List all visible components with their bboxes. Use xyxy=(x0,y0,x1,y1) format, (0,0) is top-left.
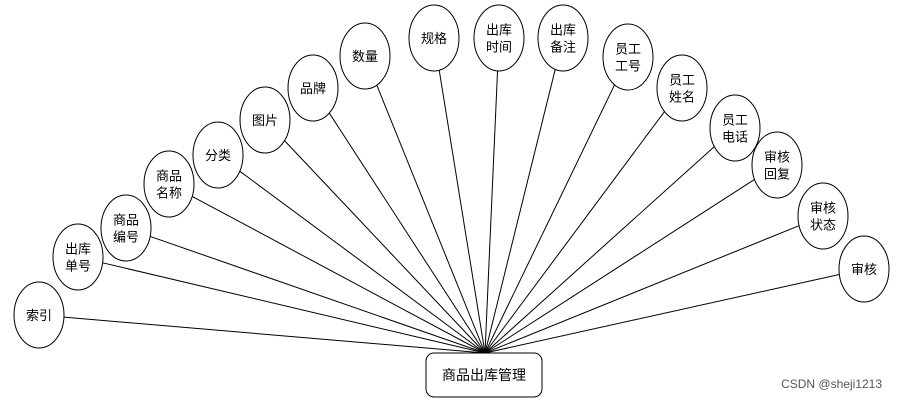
attribute-label: 员工 xyxy=(722,114,748,129)
connector-line xyxy=(328,112,486,354)
attribute-label: 回复 xyxy=(764,168,790,183)
attribute-label: 出库 xyxy=(550,23,576,39)
attribute-ellipse xyxy=(473,4,525,72)
entity-rect xyxy=(425,352,543,398)
attribute-label: 审核 xyxy=(764,151,790,166)
attribute-node: 索引 xyxy=(13,281,65,349)
attribute-label: 员工 xyxy=(615,43,641,58)
connector-line xyxy=(150,235,486,354)
connector-line xyxy=(484,179,755,354)
attribute-node: 审核 xyxy=(838,235,890,303)
connector-line xyxy=(484,84,616,354)
attribute-node: 分类 xyxy=(192,121,244,189)
connector-line xyxy=(438,70,486,354)
attribute-node: 数量 xyxy=(339,22,391,90)
entity-box: 商品出库管理 xyxy=(425,352,543,398)
attribute-node: 图片 xyxy=(239,86,291,154)
attribute-ellipse xyxy=(13,281,65,349)
attribute-label: 审核 xyxy=(851,263,877,278)
attribute-ellipse xyxy=(287,54,339,122)
connector-line xyxy=(484,69,556,354)
attribute-label: 姓名 xyxy=(669,90,695,106)
entity-label: 商品出库管理 xyxy=(442,368,526,384)
connector-line xyxy=(376,84,486,354)
attribute-node: 规格 xyxy=(408,4,460,72)
attribute-label: 状态 xyxy=(810,219,836,234)
attribute-ellipse xyxy=(52,223,104,291)
attribute-label: 出库 xyxy=(65,242,91,258)
attribute-label: 出库 xyxy=(486,23,512,39)
attribute-label: 工号 xyxy=(615,60,641,75)
connector-line xyxy=(484,111,665,354)
connector-line xyxy=(191,195,486,354)
attribute-ellipse xyxy=(751,131,803,199)
attribute-ellipse xyxy=(408,4,460,72)
attribute-ellipse xyxy=(239,86,291,154)
attribute-ellipse xyxy=(656,54,708,122)
attribute-ellipse xyxy=(537,4,589,72)
attribute-label: 员工 xyxy=(669,74,695,89)
attribute-label: 单号 xyxy=(65,260,91,275)
attribute-label: 索引 xyxy=(26,309,52,324)
connector-lines xyxy=(63,69,840,354)
connector-line xyxy=(484,146,715,354)
attribute-label: 商品 xyxy=(156,170,182,185)
attribute-label: 数量 xyxy=(352,50,378,65)
attribute-label: 商品 xyxy=(113,214,139,229)
connector-line xyxy=(239,170,486,354)
connector-line xyxy=(102,262,486,354)
attribute-label: 名称 xyxy=(156,186,182,202)
attribute-ellipse xyxy=(192,121,244,189)
connector-line xyxy=(484,70,499,354)
attribute-label: 图片 xyxy=(252,114,278,129)
attribute-label: 规格 xyxy=(421,31,447,47)
attribute-ellipse xyxy=(709,94,761,162)
connector-line xyxy=(63,316,486,354)
attribute-label: 备注 xyxy=(550,40,576,56)
attribute-label: 品牌 xyxy=(300,81,326,97)
attribute-ellipse xyxy=(797,182,849,250)
attribute-label: 电话 xyxy=(722,131,748,146)
connector-line xyxy=(284,140,486,354)
attribute-ellipse xyxy=(100,194,152,262)
watermark-text: CSDN @sheji1213 xyxy=(781,377,882,391)
attribute-label: 编号 xyxy=(113,231,139,246)
attribute-ellipse xyxy=(339,22,391,90)
attribute-ellipses: 索引出库单号商品编号商品名称分类图片品牌数量规格出库时间出库备注员工工号员工姓名… xyxy=(13,4,890,349)
attribute-node: 品牌 xyxy=(287,54,339,122)
attribute-label: 分类 xyxy=(205,149,231,164)
attribute-label: 时间 xyxy=(486,41,512,56)
attribute-ellipse xyxy=(838,235,890,303)
attribute-ellipse xyxy=(602,23,654,91)
connector-line xyxy=(484,225,800,354)
connector-line xyxy=(484,273,840,354)
attribute-ellipse xyxy=(143,150,195,218)
attribute-label: 审核 xyxy=(810,202,836,217)
